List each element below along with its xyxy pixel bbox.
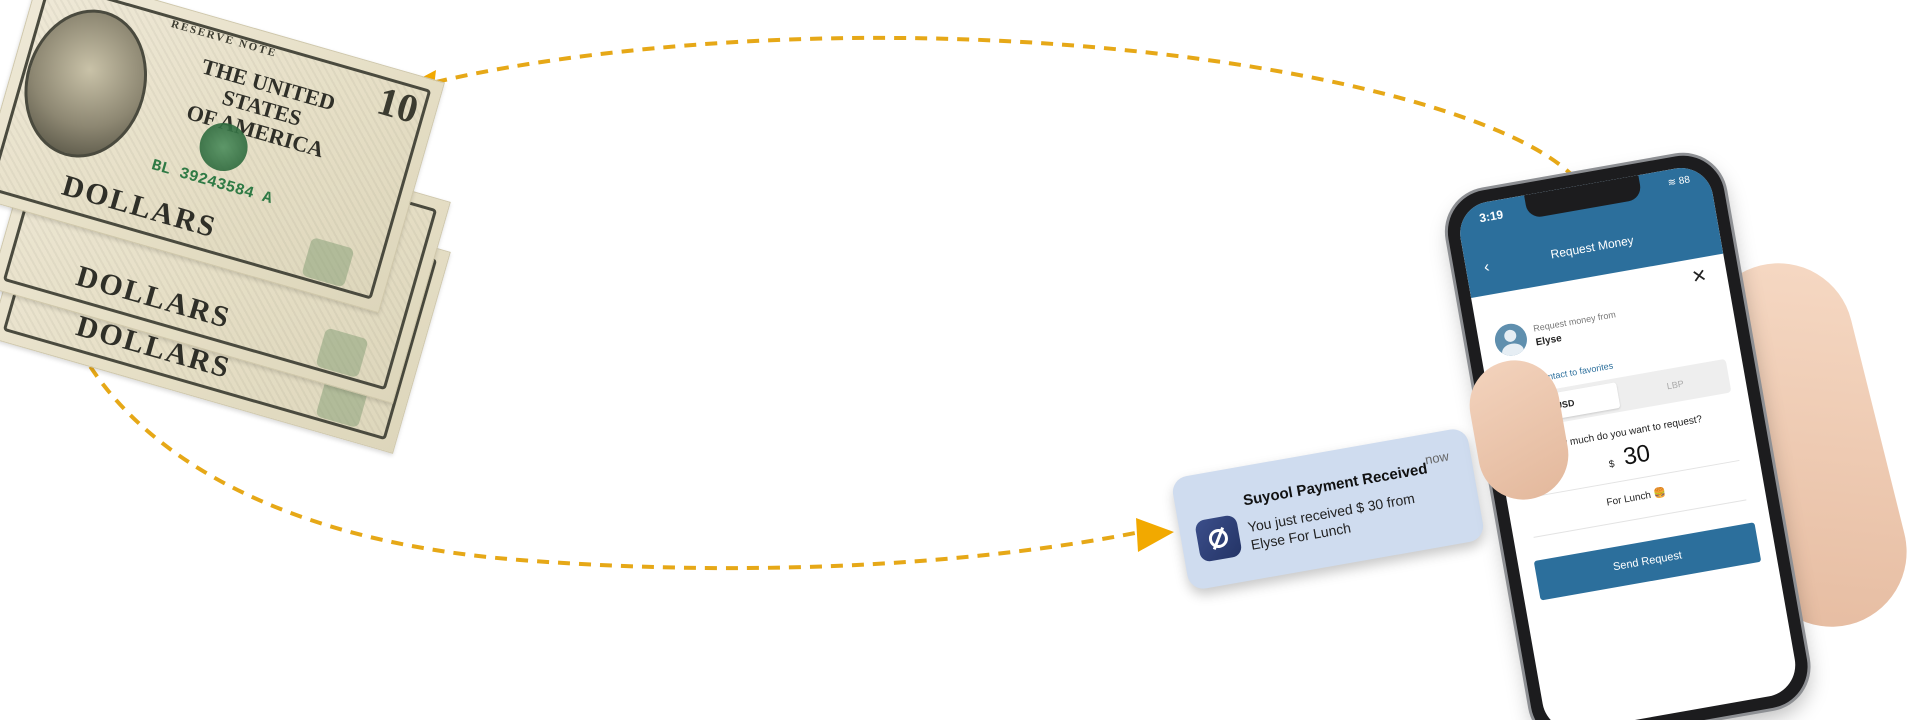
- send-request-button[interactable]: Send Request: [1533, 522, 1762, 601]
- avatar: [1492, 321, 1530, 359]
- phone-notch: [1524, 175, 1643, 219]
- request-from: Request money from Elyse: [1492, 305, 1619, 359]
- page-title: Request Money: [1549, 233, 1635, 262]
- app-header: 3:19 ≋ 88 ‹ Request Money: [1455, 162, 1724, 299]
- banknotes-image: DOLLARS DOLLARS RESERVE NOTE THE UNITED …: [0, 0, 451, 454]
- suyool-app-icon: [1194, 514, 1243, 563]
- currency-lbp[interactable]: LBP: [1666, 378, 1685, 392]
- status-icons: ≋ 88: [1667, 174, 1691, 189]
- phone-in-hand: 3:19 ≋ 88 ‹ Request Money ✕ Request mone…: [1441, 149, 1920, 720]
- battery-icon: 88: [1677, 174, 1691, 188]
- payment-notification[interactable]: Suyool Payment Received now You just rec…: [1170, 426, 1486, 592]
- status-time: 3:19: [1478, 207, 1505, 226]
- amount-value[interactable]: 30: [1621, 439, 1653, 471]
- arrowhead-notification: [1136, 518, 1174, 552]
- notification-time: now: [1423, 448, 1450, 468]
- close-icon[interactable]: ✕: [1690, 264, 1709, 288]
- arrow-phone-to-cash: [419, 35, 1577, 180]
- arrow-cash-to-notification: [68, 329, 1141, 571]
- currency-symbol: $: [1608, 458, 1616, 471]
- wifi-icon: ≋: [1666, 176, 1678, 190]
